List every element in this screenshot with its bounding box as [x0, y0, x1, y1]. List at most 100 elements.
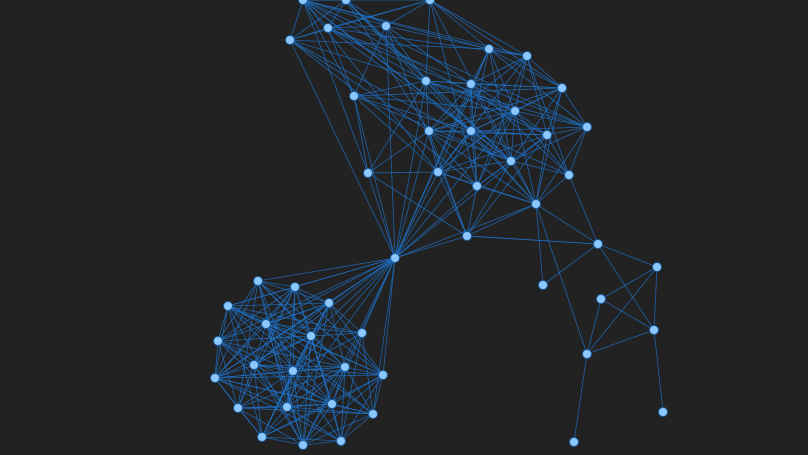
graph-node[interactable]	[564, 170, 574, 180]
graph-node[interactable]	[341, 0, 351, 5]
graph-node[interactable]	[462, 231, 472, 241]
graph-node[interactable]	[363, 168, 373, 178]
graph-edge	[331, 403, 342, 442]
graph-edge	[476, 160, 512, 187]
graph-node[interactable]	[381, 21, 391, 31]
graph-node[interactable]	[582, 349, 592, 359]
graph-node[interactable]	[249, 360, 259, 370]
graph-edge	[302, 0, 512, 162]
graph-node[interactable]	[484, 44, 494, 54]
graph-node[interactable]	[582, 122, 592, 132]
graph-node[interactable]	[368, 409, 378, 419]
graph-edge	[535, 134, 548, 205]
graph-edge	[535, 203, 588, 355]
graph-edge	[428, 110, 516, 132]
graph-edge	[535, 203, 599, 245]
graph-edge	[261, 366, 346, 438]
graph-edge	[257, 280, 330, 304]
graph-edge	[428, 87, 563, 132]
graph-edge	[227, 305, 304, 446]
graph-node[interactable]	[424, 126, 434, 136]
graph-node[interactable]	[596, 294, 606, 304]
graph-edge	[217, 286, 296, 342]
graph-node[interactable]	[421, 76, 431, 86]
graph-node[interactable]	[282, 402, 292, 412]
graph-node[interactable]	[336, 436, 346, 446]
graph-edge	[353, 95, 439, 173]
graph-node[interactable]	[425, 0, 435, 5]
graph-edge	[327, 27, 588, 128]
graph-node[interactable]	[649, 325, 659, 335]
graph-edge	[302, 0, 490, 50]
graph-node[interactable]	[569, 437, 579, 447]
graph-edge	[253, 335, 312, 366]
nodes-layer	[210, 0, 668, 450]
graph-node[interactable]	[210, 373, 220, 383]
graph-node[interactable]	[257, 432, 267, 442]
graph-edge	[294, 286, 330, 304]
graph-node[interactable]	[323, 23, 333, 33]
graph-node[interactable]	[557, 83, 567, 93]
graph-edge	[331, 403, 374, 415]
graph-edge	[286, 302, 330, 408]
graph-edge	[302, 0, 355, 97]
graph-node[interactable]	[433, 167, 443, 177]
graph-edge	[514, 110, 588, 128]
graph-node[interactable]	[531, 199, 541, 209]
graph-node[interactable]	[522, 51, 532, 61]
graph-node[interactable]	[288, 366, 298, 376]
graph-node[interactable]	[593, 239, 603, 249]
graph-node[interactable]	[466, 79, 476, 89]
graph-edge	[265, 323, 294, 372]
graph-edge	[466, 160, 512, 237]
graph-node[interactable]	[357, 328, 367, 338]
graph-edge	[345, 0, 387, 27]
graph-edge	[429, 0, 563, 89]
graph-edge	[514, 110, 570, 176]
graph-edge	[466, 134, 548, 237]
graph-edge	[535, 126, 588, 205]
graph-edge	[586, 298, 602, 355]
graph-node[interactable]	[538, 280, 548, 290]
graph-node[interactable]	[658, 407, 668, 417]
graph-edge	[510, 160, 570, 176]
graph-edge	[253, 257, 396, 366]
graph-edge	[286, 286, 296, 408]
graph-node[interactable]	[652, 262, 662, 272]
graph-node[interactable]	[298, 440, 308, 450]
graph-edge	[265, 323, 384, 376]
graph-node[interactable]	[542, 130, 552, 140]
graph-edge	[289, 39, 430, 132]
graph-edge	[568, 126, 588, 176]
graph-node[interactable]	[390, 253, 400, 263]
graph-edge	[476, 110, 516, 187]
graph-edge	[237, 407, 374, 415]
graph-node[interactable]	[223, 301, 233, 311]
graph-node[interactable]	[506, 156, 516, 166]
graph-node[interactable]	[327, 399, 337, 409]
graph-node[interactable]	[306, 331, 316, 341]
graph-node[interactable]	[466, 126, 476, 136]
graph-edge	[214, 340, 219, 379]
graph-edge	[237, 407, 263, 438]
graph-node[interactable]	[213, 336, 223, 346]
graph-node[interactable]	[298, 0, 308, 5]
graph-edge	[286, 366, 346, 408]
graph-node[interactable]	[378, 370, 388, 380]
graph-node[interactable]	[285, 35, 295, 45]
graph-node[interactable]	[472, 181, 482, 191]
graph-edge	[261, 406, 288, 438]
graph-node[interactable]	[290, 282, 300, 292]
graph-edge	[600, 266, 658, 300]
graph-node[interactable]	[510, 106, 520, 116]
graph-node[interactable]	[253, 276, 263, 286]
graph-edge	[227, 305, 363, 334]
graph-node[interactable]	[261, 319, 271, 329]
graph-node[interactable]	[340, 362, 350, 372]
graph-edge	[340, 332, 363, 442]
graph-node[interactable]	[349, 91, 359, 101]
graph-node[interactable]	[324, 298, 334, 308]
graph-node[interactable]	[233, 403, 243, 413]
graph-edge	[310, 335, 342, 442]
